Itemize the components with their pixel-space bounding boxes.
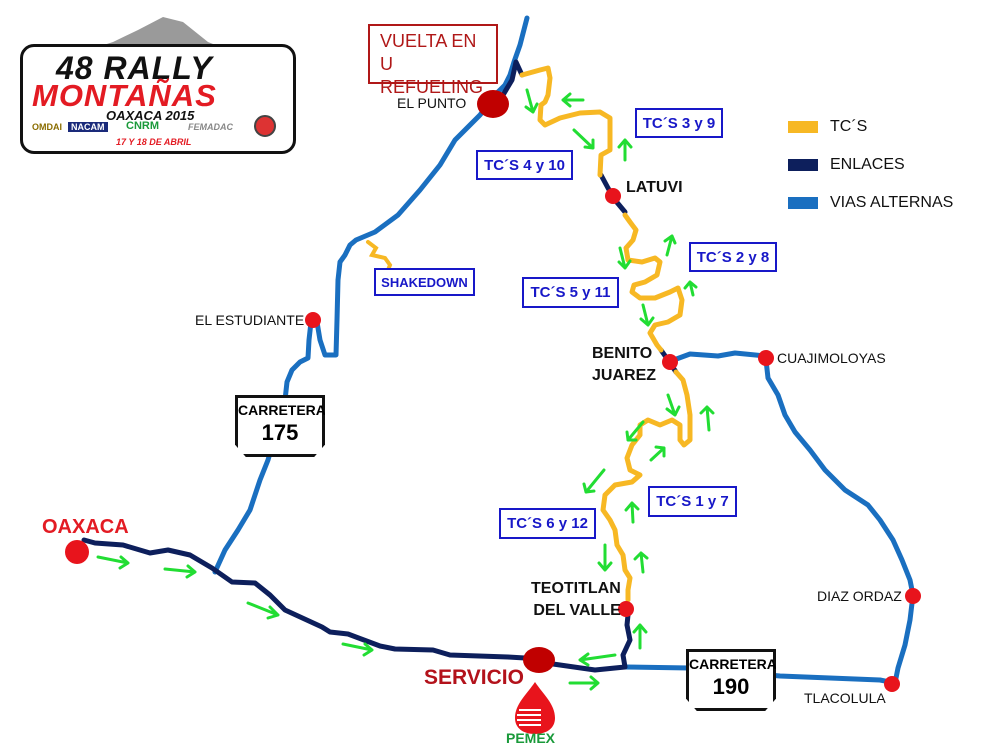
road-sign-title: CARRETERA xyxy=(689,656,777,672)
direction-arrow xyxy=(617,246,632,270)
label-latuvi: LATUVI xyxy=(626,179,683,196)
label-line: BENITO xyxy=(592,345,653,362)
legend-label: TC´S xyxy=(830,118,868,135)
direction-arrow xyxy=(639,303,655,327)
link-oaxaca-servicio xyxy=(81,537,528,661)
direction-arrow xyxy=(341,642,374,657)
stage-label-1-7: TC´S 1 y 7 xyxy=(648,486,737,517)
shakedown-stage xyxy=(366,240,393,272)
stage-label-3-9: TC´S 3 y 9 xyxy=(635,108,723,138)
direction-arrow xyxy=(649,445,666,462)
direction-arrow xyxy=(561,92,585,108)
direction-arrow xyxy=(624,501,640,524)
uturn-refuel-callout: VUELTA EN U REFUELING xyxy=(368,24,498,97)
road-diaz-ordaz xyxy=(763,357,916,686)
direction-arrow xyxy=(572,128,595,150)
logo-title: 48 RALLY xyxy=(56,50,213,86)
label-el-estudiante: EL ESTUDIANTE xyxy=(195,312,305,328)
legend-swatch xyxy=(788,159,818,171)
logo-plate xyxy=(20,44,296,154)
direction-arrow xyxy=(96,555,130,570)
direction-arrow xyxy=(597,543,613,572)
point-cuajimoloyas xyxy=(758,350,774,366)
direction-arrow xyxy=(663,234,677,257)
stage-label-5-11: TC´S 5 y 11 xyxy=(522,277,619,308)
stage-label-2-8: TC´S 2 y 8 xyxy=(689,242,777,272)
label-el-punto: EL PUNTO xyxy=(397,95,467,111)
direction-arrows xyxy=(96,88,715,691)
point-tlacolula xyxy=(884,676,900,692)
pemex-label: PEMEX xyxy=(506,730,556,746)
sponsor-nacam: NACAM xyxy=(68,122,108,132)
sponsor-femadac: FEMADAC xyxy=(188,122,233,132)
label-teotitlan: TEOTITLAN DEL VALLE xyxy=(531,578,621,622)
stage-path-middle xyxy=(622,212,685,353)
label-diaz-ordaz: DIAZ ORDAZ xyxy=(817,588,902,604)
direction-arrow xyxy=(699,405,715,432)
link-servicio-junction xyxy=(550,612,633,673)
direction-arrow xyxy=(578,652,617,667)
callout-line: VUELTA EN U xyxy=(380,31,477,74)
label-benito-juarez: BENITO JUAREZ xyxy=(592,343,656,387)
legend-item-links: ENLACES xyxy=(788,146,953,184)
shakedown-label: SHAKEDOWN xyxy=(374,268,475,296)
stage-label-4-10: TC´S 4 y 10 xyxy=(476,150,573,180)
point-oaxaca xyxy=(65,540,89,564)
road-sign-number: 190 xyxy=(712,674,750,699)
direction-arrow xyxy=(633,551,649,574)
point-diaz-ordaz xyxy=(905,588,921,604)
sponsor-seal-icon xyxy=(254,115,276,137)
label-servicio: SERVICIO xyxy=(424,666,524,689)
label-cuajimoloyas: CUAJIMOLOYAS xyxy=(777,350,886,366)
point-el-estudiante xyxy=(305,312,321,328)
label-tlacolula: TLACOLULA xyxy=(804,690,886,706)
legend-label: VIAS ALTERNAS xyxy=(830,194,954,211)
logo-dates: 17 Y 18 DE ABRIL xyxy=(116,137,192,147)
legend-item-alternate: VIAS ALTERNAS xyxy=(788,184,953,222)
label-line: JUAREZ xyxy=(592,367,657,384)
label-oaxaca: OAXACA xyxy=(42,516,129,538)
road-sign-175: CARRETERA 175 xyxy=(235,395,325,457)
sponsor-cnrm: CNRM xyxy=(126,120,159,132)
callout-line: REFUELING xyxy=(380,77,484,97)
pemex-logo-icon xyxy=(515,682,555,734)
direction-arrow xyxy=(524,88,539,114)
road-sign-190: CARRETERA 190 xyxy=(686,649,776,711)
road-175-north xyxy=(314,15,530,358)
map-legend: TC´S ENLACES VIAS ALTERNAS xyxy=(788,108,953,222)
legend-swatch xyxy=(788,121,818,133)
logo-location: OAXACA 2015 xyxy=(106,108,195,123)
road-sign-number: 175 xyxy=(261,420,299,445)
link-el-punto xyxy=(497,59,525,103)
label-line: DEL VALLE xyxy=(533,602,621,619)
direction-arrow xyxy=(625,420,645,442)
point-latuvi xyxy=(605,188,621,204)
direction-arrow xyxy=(632,623,648,650)
legend-label: ENLACES xyxy=(830,156,905,173)
road-sign-title: CARRETERA xyxy=(238,402,326,418)
point-el-punto xyxy=(477,90,509,118)
legend-item-stages: TC´S xyxy=(788,108,953,146)
point-benito-juarez xyxy=(662,354,678,370)
stage-label-6-12: TC´S 6 y 12 xyxy=(499,508,596,539)
legend-swatch xyxy=(788,197,818,209)
rally-logo: 48 RALLY MONTAÑAS OAXACA 2015 OMDAI NACA… xyxy=(18,12,296,154)
direction-arrow xyxy=(568,675,600,691)
direction-arrow xyxy=(246,601,280,620)
logo-subtitle: MONTAÑAS xyxy=(32,78,217,113)
point-servicio xyxy=(523,647,555,673)
stage-path-south xyxy=(600,369,693,603)
stage-path-north xyxy=(519,65,613,178)
label-line: TEOTITLAN xyxy=(531,580,621,597)
sponsor-omdai: OMDAI xyxy=(32,122,62,132)
direction-arrow xyxy=(582,468,606,494)
point-teotitlan xyxy=(618,601,634,617)
direction-arrow xyxy=(617,138,633,162)
road-cuajimoloyas xyxy=(668,350,769,364)
direction-arrow xyxy=(683,280,698,297)
direction-arrow xyxy=(163,564,197,579)
direction-arrow xyxy=(665,393,681,417)
